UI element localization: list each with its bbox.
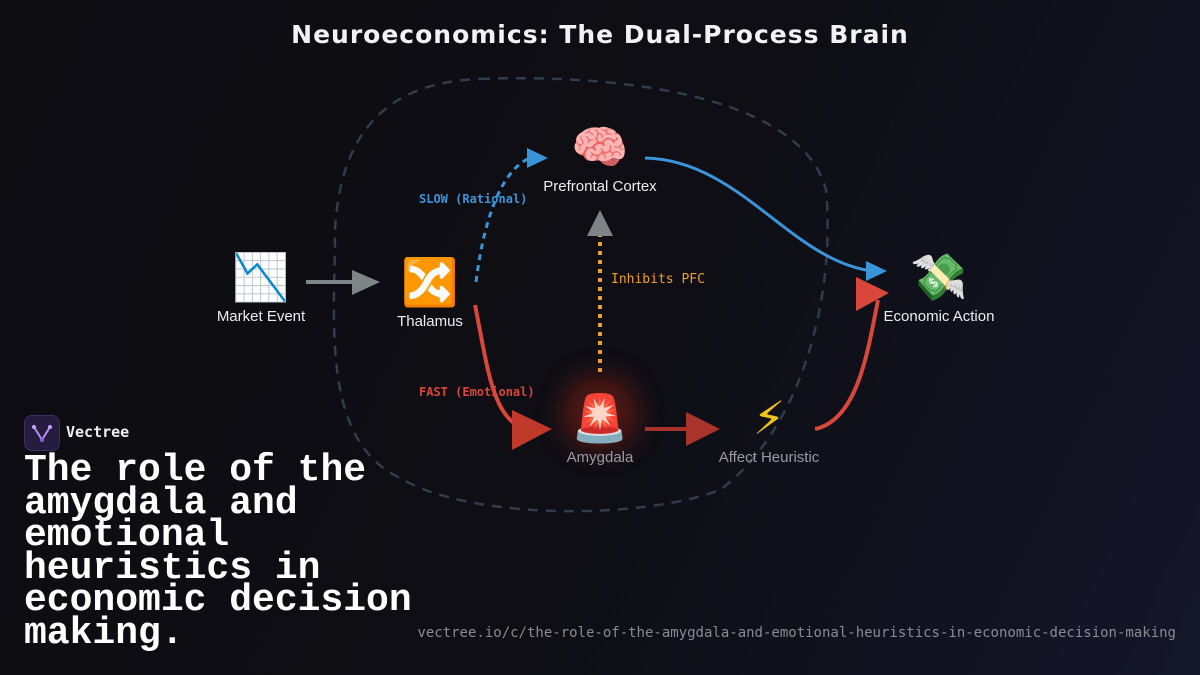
- node-label: Market Event: [216, 308, 306, 325]
- brain-icon: 🧠: [571, 120, 629, 174]
- node-affect-heuristic: ⚡ Affect Heuristic: [689, 391, 849, 466]
- arrowhead-market-to-thalamus: [352, 270, 380, 295]
- node-amygdala: 🚨 Amygdala: [520, 391, 680, 466]
- brain-outline: [332, 76, 829, 513]
- arrowhead-amygdala-to-affect: [686, 412, 720, 446]
- node-label: Thalamus: [397, 313, 463, 330]
- headline: The role of the amygdala and emotional h…: [24, 449, 412, 655]
- arrow-affect-to-action: [814, 299, 880, 431]
- arrowhead-pfc-to-action: [866, 261, 887, 281]
- slow-path-label: SLOW (Rational): [419, 192, 528, 206]
- brand-name: Vectree: [66, 423, 130, 441]
- chart-decreasing-icon: 📉: [232, 250, 290, 304]
- siren-icon: 🚨: [571, 391, 629, 445]
- node-label: Affect Heuristic: [718, 449, 820, 466]
- slow-path-curve: [474, 156, 531, 283]
- slow-path-arrowhead: [527, 148, 548, 168]
- page-title: Neuroeconomics: The Dual-Process Brain: [291, 20, 909, 49]
- vectree-logo-icon: [24, 415, 60, 451]
- fast-path-label: FAST (Emotional): [419, 385, 535, 399]
- node-label: Amygdala: [566, 449, 634, 466]
- money-with-wings-icon: 💸: [910, 250, 968, 304]
- fast-path-arrowhead: [512, 410, 552, 450]
- source-url[interactable]: vectree.io/c/the-role-of-the-amygdala-an…: [417, 625, 1176, 641]
- node-label: Economic Action: [883, 308, 995, 325]
- inhibit-arrowhead: [587, 210, 613, 236]
- arrowhead-affect-to-action: [856, 277, 889, 311]
- shuffle-icon: 🔀: [401, 255, 459, 309]
- node-market-event: 📉 Market Event: [181, 250, 341, 325]
- lightning-icon: ⚡: [752, 391, 786, 445]
- amygdala-glow: [560, 373, 640, 453]
- node-label: Prefrontal Cortex: [543, 178, 657, 195]
- node-prefrontal-cortex: 🧠 Prefrontal Cortex: [520, 120, 680, 195]
- arrow-pfc-to-action: [644, 156, 873, 273]
- node-thalamus: 🔀 Thalamus: [350, 255, 510, 330]
- fast-path-curve: [473, 304, 522, 429]
- inhibits-pfc-label: Inhibits PFC: [611, 272, 705, 287]
- node-economic-action: 💸 Economic Action: [859, 250, 1019, 325]
